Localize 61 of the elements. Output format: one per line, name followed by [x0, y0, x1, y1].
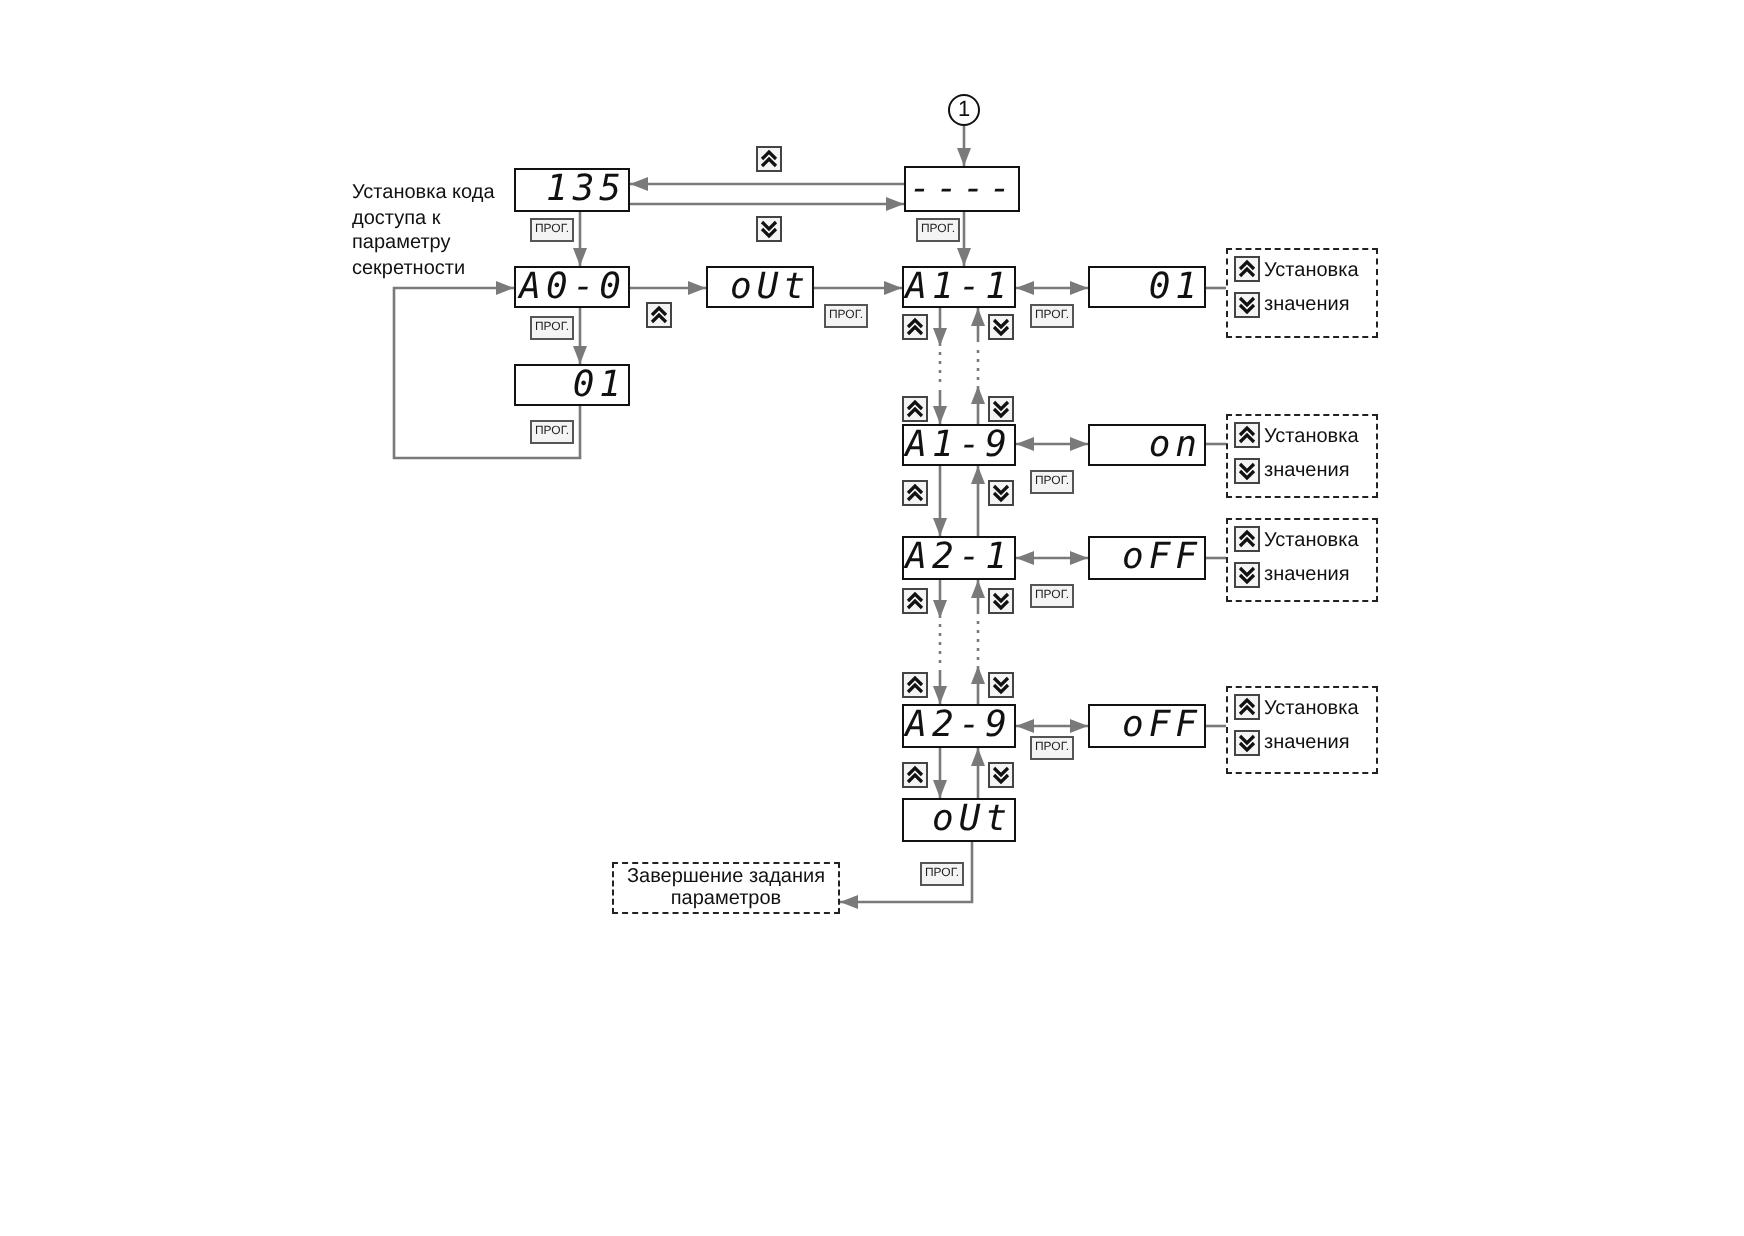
arrow	[957, 212, 971, 266]
display-value: 01	[572, 367, 628, 403]
arrow	[971, 466, 985, 536]
connector-line	[1206, 556, 1226, 560]
setting-frame	[1226, 686, 1378, 774]
display-value: oUt	[931, 802, 1014, 838]
arrow	[1016, 437, 1088, 451]
annotation-text: Установка кода доступа к параметру секретности	[352, 182, 497, 282]
arrow	[630, 281, 706, 295]
connector-line	[1206, 442, 1226, 446]
callout-number: 1	[957, 99, 971, 121]
arrow	[840, 842, 974, 909]
arrow	[1016, 281, 1088, 295]
end-caption: Завершение задания параметров	[624, 866, 828, 910]
arrow	[957, 126, 971, 166]
arrow	[1016, 551, 1088, 565]
display-value: on	[1148, 427, 1204, 463]
arrow	[392, 281, 582, 460]
display-value: A2-1	[905, 540, 1014, 576]
setting-caption: Установка значения	[1264, 696, 1361, 758]
arrow	[630, 177, 904, 191]
setting-caption: Установка значения	[1264, 258, 1361, 320]
arrow	[933, 466, 947, 536]
arrow	[573, 308, 587, 364]
display-panel	[1088, 424, 1206, 466]
display-panel	[1088, 266, 1206, 308]
display-value: A2-9	[905, 708, 1014, 744]
display-panel	[902, 798, 1016, 842]
arrow	[971, 748, 985, 798]
display-panel	[1088, 704, 1206, 748]
arrow	[971, 308, 985, 424]
arrow	[933, 308, 947, 424]
arrow	[630, 197, 904, 211]
setting-frame	[1226, 518, 1378, 602]
setting-caption: Установка значения	[1264, 424, 1361, 486]
setting-caption: Установка значения	[1264, 528, 1361, 590]
arrow	[933, 748, 947, 798]
display-panel	[1088, 536, 1206, 580]
arrow	[1016, 719, 1088, 733]
end-frame	[612, 862, 840, 914]
display-panel	[514, 168, 630, 212]
arrow	[933, 580, 947, 704]
arrow	[573, 212, 587, 266]
display-value: oFF	[1121, 540, 1204, 576]
connector-line	[1206, 724, 1226, 728]
setting-frame	[1226, 414, 1378, 498]
arrow	[814, 281, 902, 295]
display-value: ----	[909, 171, 1018, 207]
display-panel	[706, 266, 814, 308]
display-value: A1-9	[905, 427, 1014, 463]
setting-frame	[1226, 248, 1378, 338]
display-value: A1-1	[905, 269, 1014, 305]
arrow	[971, 580, 985, 704]
connector-line	[1206, 286, 1226, 290]
display-value: 01	[1148, 269, 1204, 305]
display-value: 135	[545, 172, 628, 208]
numbered-circle	[948, 94, 980, 126]
display-panel	[514, 364, 630, 406]
display-value: oUt	[729, 269, 812, 305]
display-value: oFF	[1121, 708, 1204, 744]
display-value: A0-0	[519, 269, 628, 305]
